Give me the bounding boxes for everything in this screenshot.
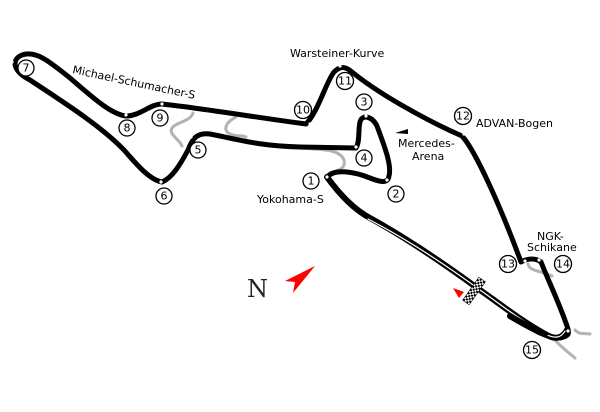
turn-marker-6: 6 <box>155 187 173 205</box>
track-sector-1 <box>12 51 571 341</box>
turn-marker-13: 13 <box>498 254 518 274</box>
turn-number: 6 <box>161 190 168 203</box>
turn-number: 5 <box>195 144 202 157</box>
turn-number: 8 <box>124 122 131 135</box>
runoff-9-5 <box>169 111 195 148</box>
turn-apex-dots <box>10 60 570 333</box>
apex-6 <box>159 180 163 184</box>
turn-number: 14 <box>556 258 570 271</box>
turn-number: 13 <box>501 258 515 271</box>
label-mercedes-arena-line1: Mercedes- <box>398 137 455 150</box>
apex-7 <box>10 60 14 64</box>
turn-number: 10 <box>296 104 310 117</box>
apex-4 <box>354 145 358 149</box>
apex-9 <box>160 102 164 106</box>
apex-1 <box>325 175 329 179</box>
turn-number: 4 <box>361 152 368 165</box>
runoff-15a <box>573 328 592 336</box>
runoff-15b <box>553 338 577 360</box>
pit-marker-icon <box>395 129 408 134</box>
apex-15 <box>566 329 570 333</box>
apex-5 <box>189 135 193 139</box>
label-advan-bogen: ADVAN-Bogen <box>476 117 553 130</box>
apex-8 <box>124 113 128 117</box>
direction-arrow-icon <box>453 288 464 298</box>
north-arrow-icon <box>285 266 315 293</box>
turn-number: 3 <box>361 96 368 109</box>
turn-marker-11: 11 <box>335 71 355 91</box>
turn-number: 2 <box>393 188 400 201</box>
turn-marker-8: 8 <box>118 119 136 137</box>
apex-13 <box>523 259 527 263</box>
apex-11 <box>338 64 342 68</box>
turn-number: 12 <box>456 110 470 123</box>
turn-markers: 1 2 3 4 5 6 7 8 9 10 11 12 13 14 15 <box>17 59 573 360</box>
apex-3 <box>364 114 368 118</box>
label-yokohama-s: Yokohama-S <box>256 193 324 206</box>
apex-2 <box>385 178 389 182</box>
label-ngk-schikane-line1: NGK- <box>537 230 564 243</box>
turn-marker-12: 12 <box>453 106 473 126</box>
turn-marker-7: 7 <box>17 59 35 77</box>
label-ngk-schikane-line2: Schikane <box>527 241 577 254</box>
turn-marker-1: 1 <box>302 172 320 190</box>
north-label: N <box>247 275 268 303</box>
turn-number: 1 <box>308 175 315 188</box>
turn-number: 9 <box>157 112 164 125</box>
label-warsteiner-kurve: Warsteiner-Kurve <box>290 47 385 60</box>
turn-marker-4: 4 <box>355 149 373 167</box>
track-15-link <box>507 313 548 337</box>
runoff-13 <box>526 262 554 278</box>
turn-marker-15: 15 <box>522 340 542 360</box>
main-straight-center <box>367 218 566 338</box>
start-finish-flag-icon <box>462 276 486 306</box>
turn-number: 11 <box>338 75 352 88</box>
turn-marker-14: 14 <box>553 254 573 274</box>
north-indicator: N <box>247 266 315 303</box>
apex-10 <box>308 122 312 126</box>
turn-marker-5: 5 <box>189 141 207 159</box>
runoff-10-5 <box>224 115 248 139</box>
runoff-4-1 <box>298 146 346 175</box>
apex-12 <box>462 132 466 136</box>
turn-number: 7 <box>23 62 30 75</box>
turn-marker-10: 10 <box>293 100 313 120</box>
label-mercedes-arena-line2: Arena <box>412 150 444 163</box>
turn-marker-9: 9 <box>151 109 169 127</box>
turn-marker-2: 2 <box>387 185 405 203</box>
turn-marker-3: 3 <box>355 93 373 111</box>
turn-number: 15 <box>525 344 539 357</box>
apex-14 <box>537 258 541 262</box>
